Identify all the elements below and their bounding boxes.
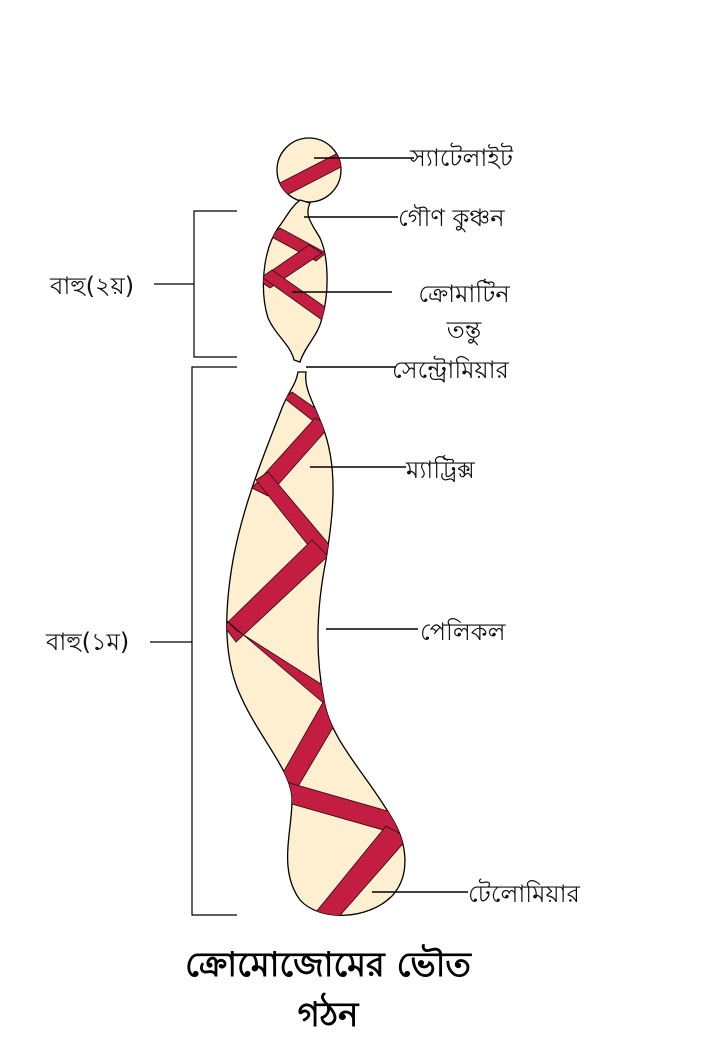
label-chromatin-line2: তন্তু [446,316,482,345]
satellite [276,137,342,203]
upper-arm [262,199,328,363]
label-pellicle: পেলিকল [420,618,507,646]
label-telomere: টেলোমিয়ার [468,879,581,908]
label-secondary-constriction: গৌণ কুঞ্চন [398,204,505,232]
title-line1: ক্রোমোজোমের ভৌত [185,944,472,985]
label-satellite: স্যাটেলাইট [409,143,514,172]
label-arm-second: বাহু(২য়) [49,272,134,300]
label-chromatin-line1: ক্রোমাটিন [418,279,510,308]
bracket-arm-first [150,366,237,916]
lower-arm-band-4 [226,539,329,643]
label-centromere: সেন্ট্রোমিয়ার [392,355,510,384]
bracket-arm-second [154,210,237,358]
title-line2: গঠন [298,992,360,1035]
label-matrix: ম্যাট্রিক্স [405,455,475,484]
upper-arm-band-3 [263,269,328,321]
label-arm-first: বাহু(১ম) [45,628,129,656]
lower-arm [226,371,406,916]
